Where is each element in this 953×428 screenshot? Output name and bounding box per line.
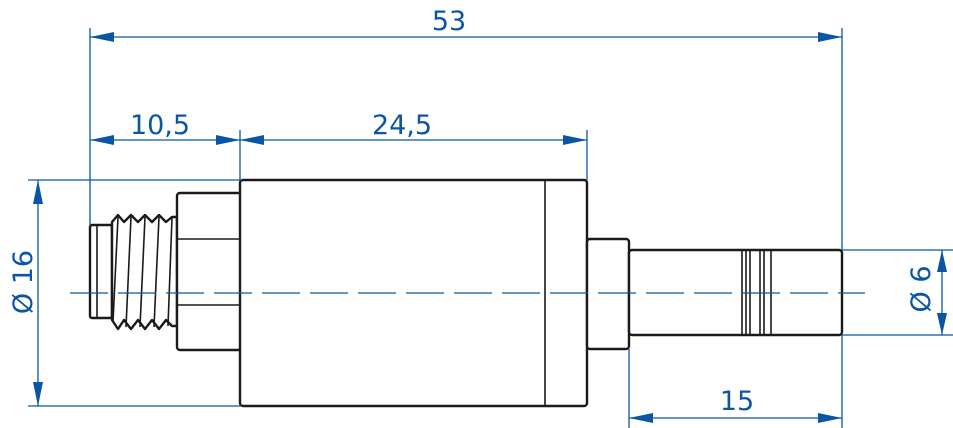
dimension-label-diameter-6: Ø 6: [906, 265, 937, 312]
dimension-label-53: 53: [432, 6, 466, 37]
body-step: [585, 237, 631, 351]
hex-nut: [175, 191, 243, 352]
dimension-15: 15: [629, 386, 842, 423]
dimension-label-24-5: 24,5: [372, 110, 432, 141]
dimension-53: 53: [90, 6, 842, 42]
dimension-diameter-6: Ø 6: [906, 250, 947, 335]
extension-lines: [28, 28, 953, 428]
dimension-label-15: 15: [720, 386, 754, 417]
dimension-24-5: 24,5: [240, 110, 587, 145]
dimension-label-10-5: 10,5: [130, 110, 190, 141]
thread-tip: [88, 223, 114, 320]
dimension-label-diameter-16: Ø 16: [8, 250, 39, 314]
dimension-10-5: 10,5: [90, 110, 240, 145]
dimension-diameter-16: Ø 16: [8, 180, 43, 406]
